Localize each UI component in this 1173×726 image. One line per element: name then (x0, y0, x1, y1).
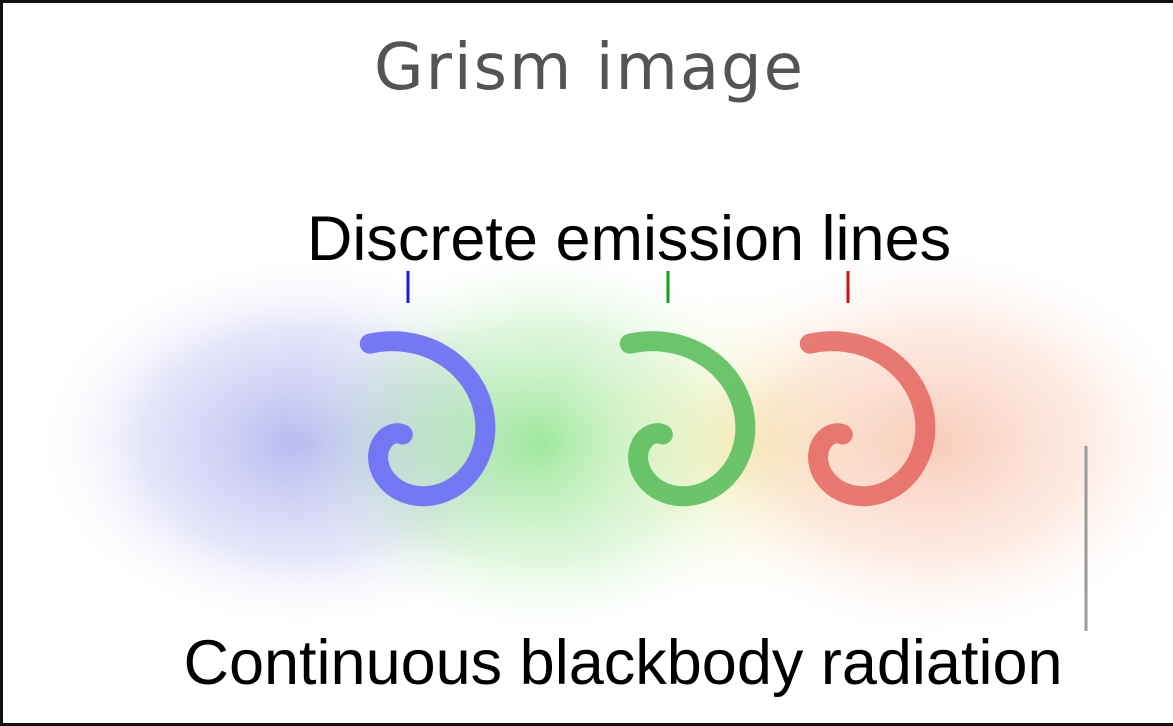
blue-spiral-icon (359, 331, 496, 507)
continuum-label: Continuous blackbody radiation (183, 628, 1063, 698)
continuum-glow (33, 243, 1173, 643)
red-spiral-icon (799, 331, 936, 507)
page-title: Grism image (373, 31, 806, 105)
green-spiral-icon (619, 331, 756, 507)
emission-lines-label: Discrete emission lines (306, 204, 952, 274)
grism-diagram (33, 243, 1173, 643)
